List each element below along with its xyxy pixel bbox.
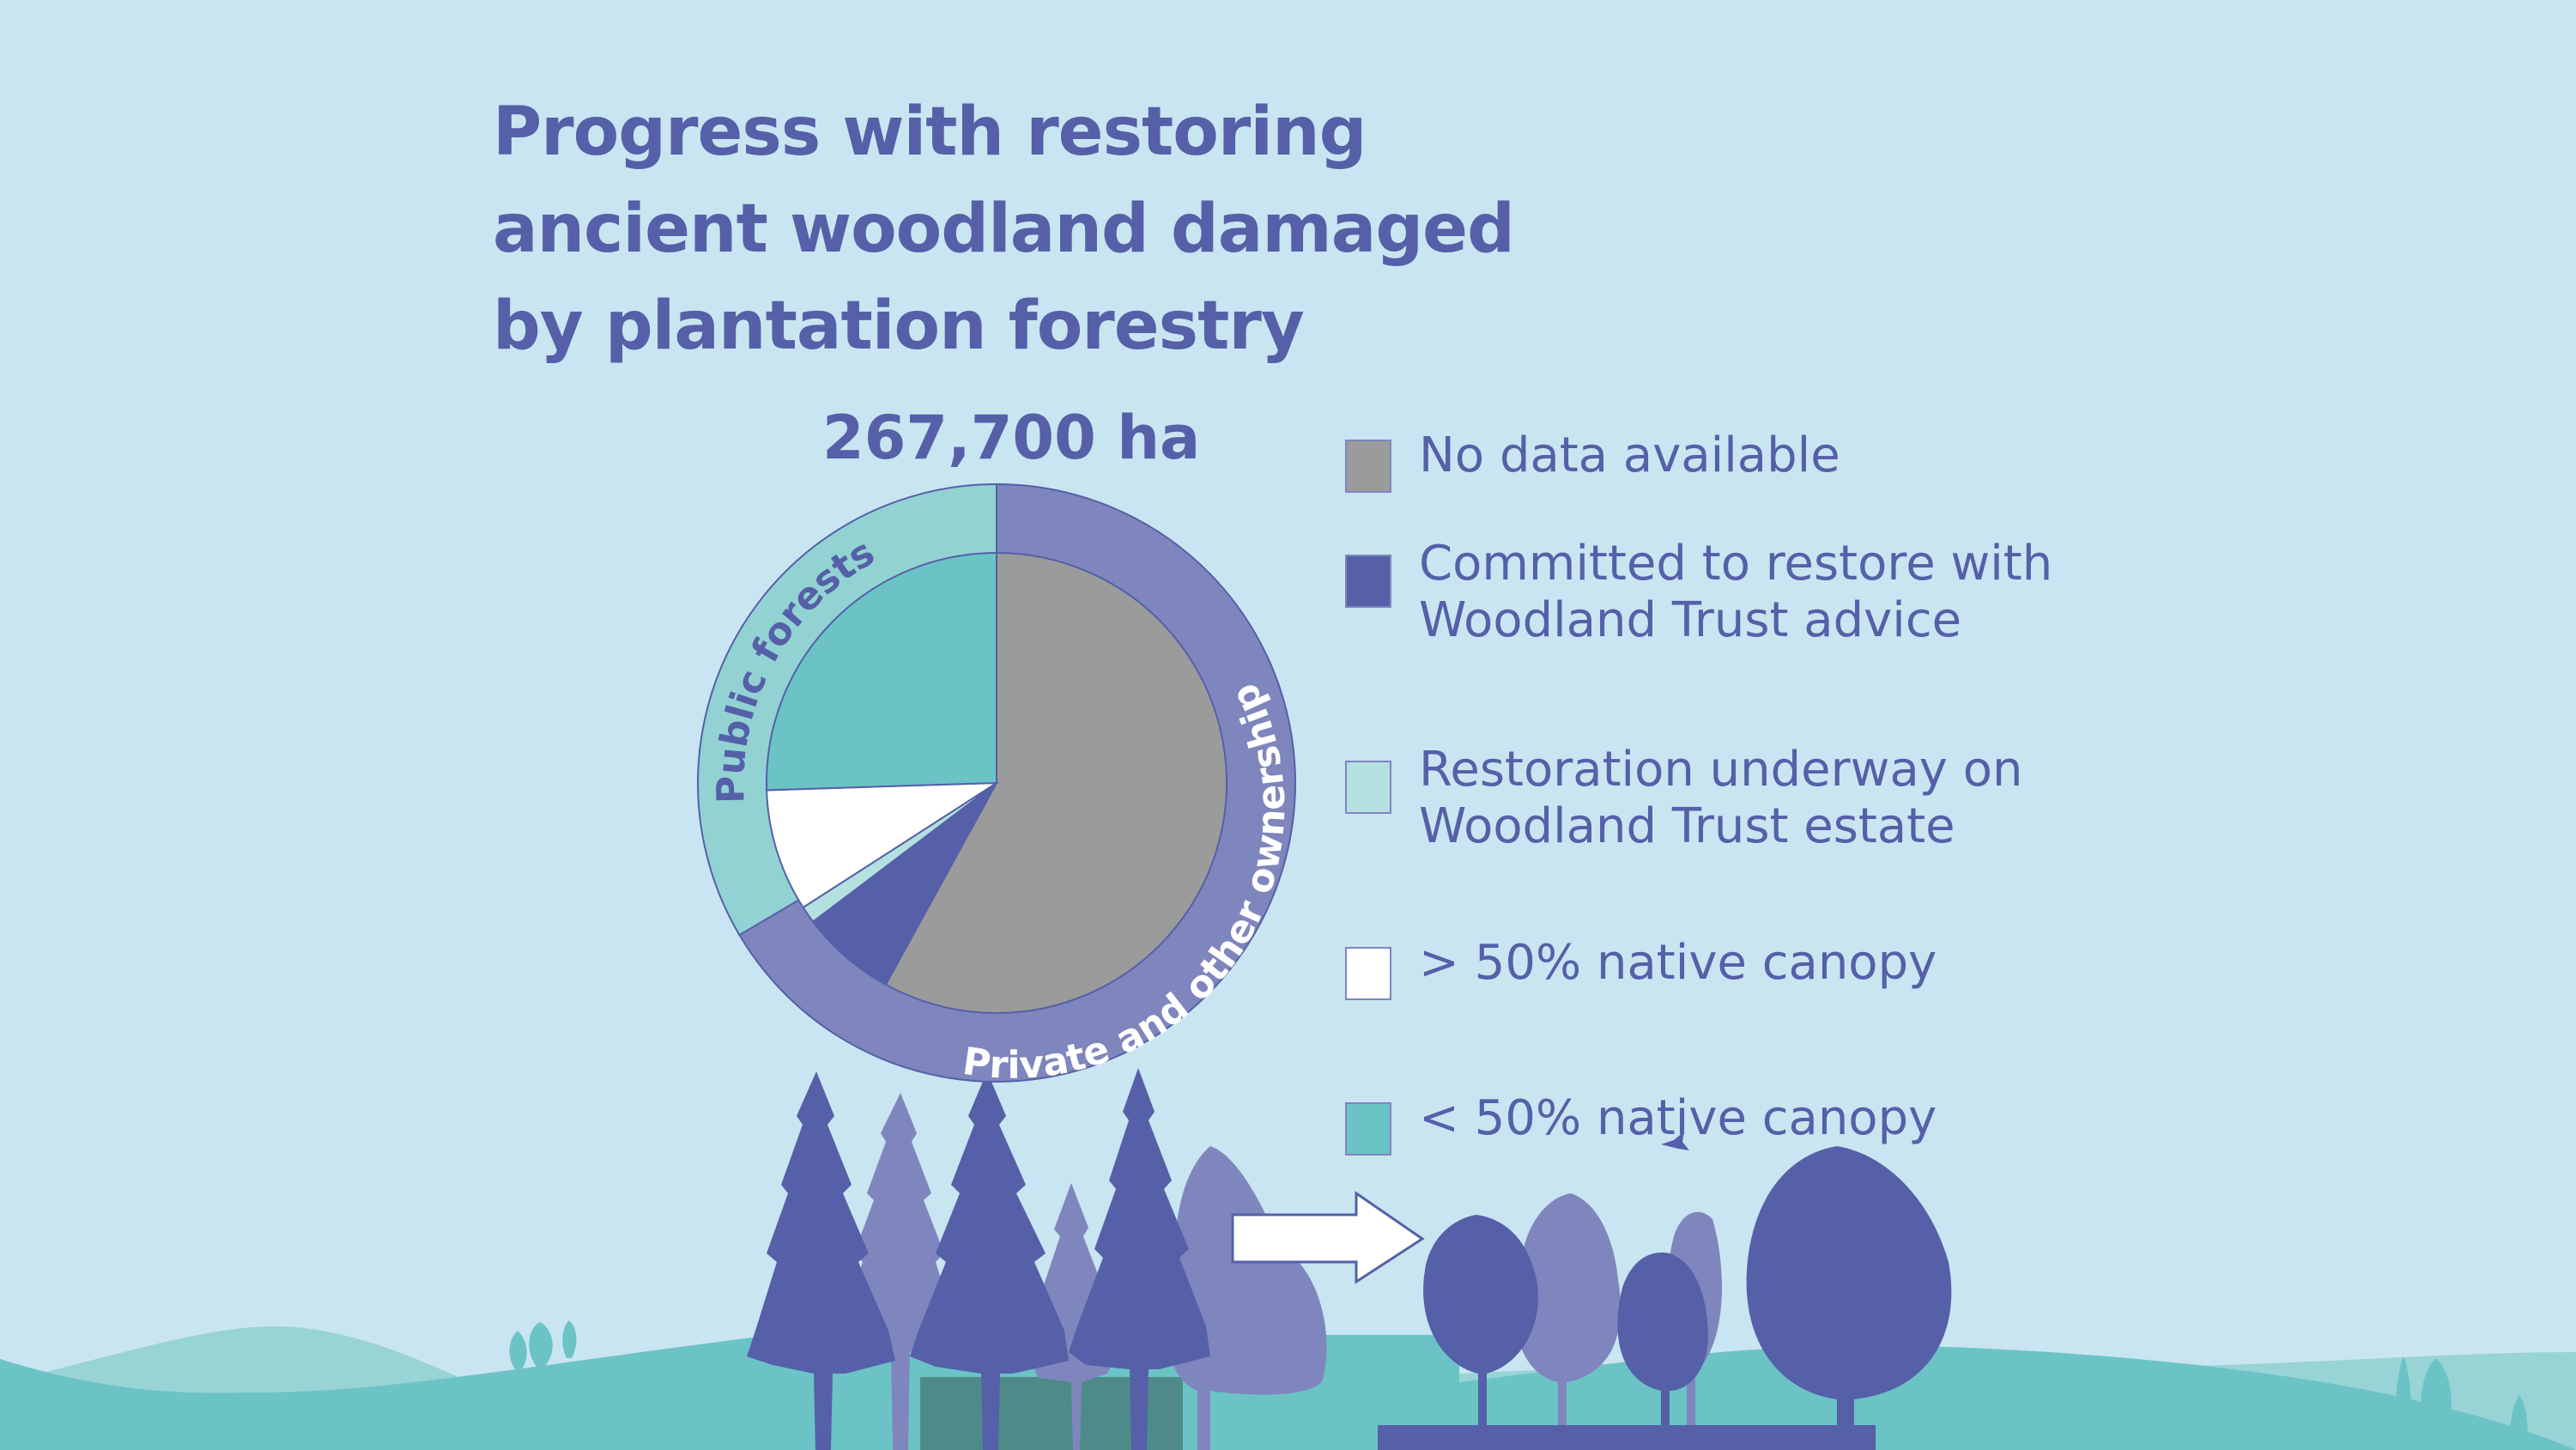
legend-swatch-white [1345,947,1391,1000]
legend-swatch-pale-teal [1345,761,1391,814]
title-line-3: by plantation forestry [493,288,1305,365]
legend-label: > 50% native canopy [1419,935,1937,991]
legend-swatch-gray [1345,440,1391,493]
conifer-trees [747,1068,1210,1450]
title-line-2: ancient woodland damaged [493,191,1515,268]
title-line-1: Progress with restoring [493,94,1367,171]
arrow-right-icon [1231,1191,1425,1284]
legend-swatch-navy [1345,555,1391,608]
legend-label: Restoration underway on Woodland Trust e… [1419,742,2023,854]
chart-title: Progress with restoring ancient woodland… [493,84,1609,375]
broadleaf-trees [1378,1146,1952,1450]
small-trees-left [509,1320,577,1369]
legend-label: No data available [1419,428,1840,483]
leafy-tree-light-left [1168,1146,1327,1450]
small-trees-right [2396,1356,2528,1450]
front-hill-right [1459,1344,2576,1450]
total-hectares: 267,700 ha [822,403,1201,473]
legend-label: Committed to restore with Woodland Trust… [1419,536,2053,648]
legend-swatch-teal [1345,1102,1391,1156]
conifer-light-back [1030,1183,1116,1450]
bird-icon [1661,1131,1689,1150]
legend-label: < 50% native canopy [1419,1090,1937,1146]
